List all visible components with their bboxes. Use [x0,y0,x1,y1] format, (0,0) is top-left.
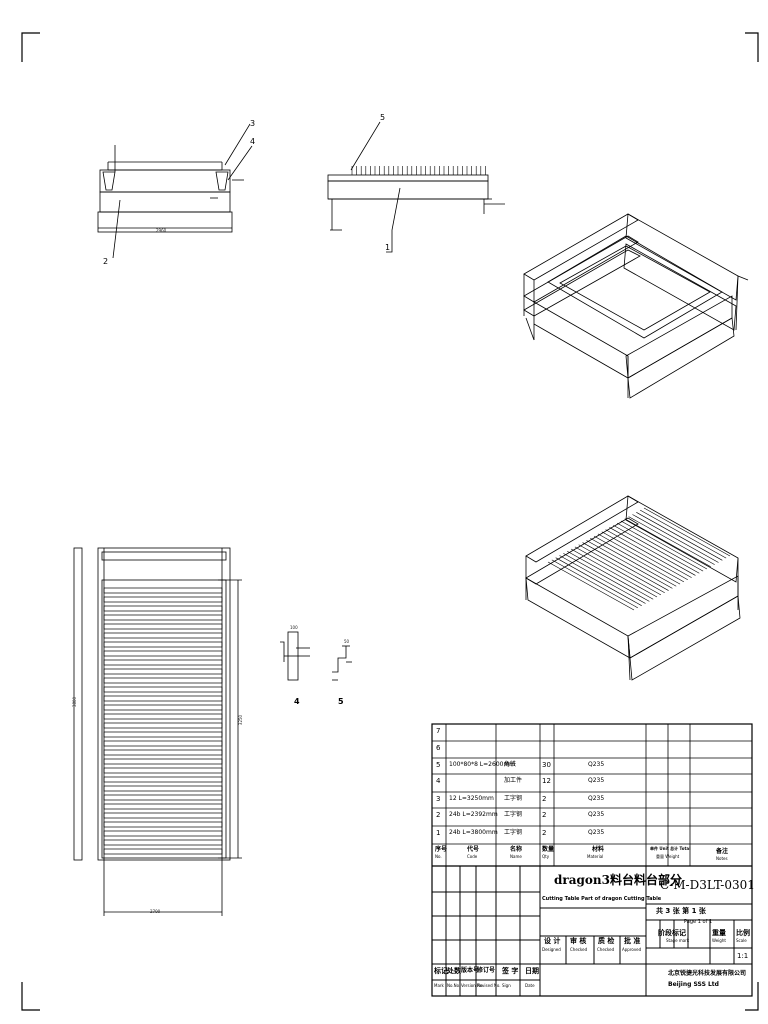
bom-cell-no: 6 [436,744,441,752]
bom-header-material: 材料 [592,846,605,853]
dim-detail-4: 100 [290,625,298,630]
bom-cell-name: 加工件 [504,777,523,784]
bom-header-material-en: Material [587,854,604,859]
bom-cell-qty: 2 [542,795,547,803]
bom-cell-no: 5 [436,761,441,769]
stage-mark-en: Stage mark [666,938,690,943]
qa-label: 质 检 [598,937,615,945]
balloon-4: 4 [250,137,256,146]
bom-cell-code: 12 L=3250mm [449,795,494,802]
weight-label: 重量 [712,929,726,937]
bom-cell-material: Q235 [588,761,605,768]
rev-revised: 修订号 [477,967,496,974]
bom-header-weight: 单件 Unit 总计 Total [650,846,691,851]
bom-cell-material: Q235 [588,795,605,802]
drawing-number: C-M-D3LT-0301 [660,878,755,892]
bom-header-no: 序号 [435,846,448,853]
bom-header-name-en: Name [510,854,522,859]
weight-label-en: Weight [712,938,726,943]
drawing-title-en: Cutting Table Part of dragon Cutting Tab… [542,896,662,902]
rev-mark: 标记 [434,967,448,975]
stage-mark: 阶段标记 [658,929,686,937]
side-view-left [97,123,253,259]
bom-cell-no: 2 [436,811,441,819]
bom-cell-name: 工字钢 [504,811,523,818]
bom-cell-qty: 2 [542,829,547,837]
iso-grid-view [525,495,741,681]
detail-label-5: 5 [338,697,344,706]
iso-frame-view [523,213,749,399]
rev-date: 日期 [525,967,539,975]
sheet-count: 共 3 张 第 1 张 [656,907,706,915]
rev-mark-en: Mark [434,983,444,988]
bom-cell-name: 工字钢 [504,829,523,836]
bom-cell-no: 1 [436,829,441,837]
checked-label-en: Checked [570,947,588,952]
bom-cell-code: 100*80*8 L=2600mm [449,761,516,768]
dim-plan-bottom-width: 2700 [150,909,161,914]
rev-version: 版本号 [461,967,480,974]
company-name-cn: 北京锐捷光科技发展有限公司 [668,970,747,977]
bom-cell-name: 工字钢 [504,795,523,802]
detail-sections [280,631,352,681]
rev-revised-en: Revised No. [477,983,501,988]
designed-label-en: Designed [542,947,561,952]
bom-header-notes: 备注 [716,848,729,855]
sheet-count-en: Page 1 of 1 [684,919,713,925]
rev-sign-en: Sign [502,983,511,988]
corner-marks [21,32,759,1011]
rev-version-en: Version No. [461,983,484,988]
bom-cell-qty: 30 [542,761,551,769]
scale-value: 1:1 [737,952,749,960]
bom-header-qty-en: Qty [542,854,550,859]
bom-cell-material: Q235 [588,829,605,836]
dim-top-left-width: 2960 [156,228,167,233]
front-view [327,121,505,253]
bom-cell-material: Q235 [588,811,605,818]
bom-header-code-en: Code [467,854,478,859]
rev-date-en: Date [525,983,535,988]
bom-header-qty: 数量 [542,846,555,853]
dim-plan-right-height: 3250 [238,714,244,726]
bom-cell-no: 7 [436,727,441,735]
bom-cell-material: Q235 [588,777,605,784]
bom-header-code: 代号 [467,846,480,853]
bom-cell-qty: 12 [542,777,551,785]
bom-cell-no: 4 [436,777,441,785]
bom-cell-qty: 2 [542,811,547,819]
company-name-en: Beijing SSS Ltd [668,981,719,988]
bom-header-weight-en: 重量 Weight [656,854,680,859]
bom-cell-code: 24b L=2392mm [449,811,498,818]
scale-label: 比例 [736,929,750,937]
rev-sign: 签 字 [502,967,519,975]
approved-label: 批 准 [624,937,641,945]
plan-view [73,547,242,916]
balloon-5: 5 [380,113,386,122]
bom-header-name: 名称 [510,846,523,853]
rev-count: 处数 [447,967,461,975]
balloon-1: 1 [385,243,391,252]
bom-cell-name: 角铁 [504,761,517,768]
qa-label-en: Checked [597,947,615,952]
bom-cell-no: 3 [436,795,441,803]
approved-label-en: Approved [622,947,642,952]
scale-label-en: Scale [736,938,747,943]
checked-label: 审 核 [570,937,587,945]
bom-header-no-en: No. [435,854,442,859]
rev-count-en: No.No. [447,983,461,988]
bom-header-notes-en: Notes [716,856,728,861]
title-block-grid [431,723,753,997]
bom-cell-code: 24b L=3800mm [449,829,498,836]
balloon-2: 2 [103,257,109,266]
dim-detail-5: 50 [344,639,350,644]
dim-plan-height: 3800 [72,696,78,708]
designed-label: 设 计 [544,937,561,945]
detail-label-4: 4 [294,697,300,706]
balloon-3: 3 [250,119,256,128]
drawing-title-cn: dragon3料台料台部分 [554,873,682,887]
